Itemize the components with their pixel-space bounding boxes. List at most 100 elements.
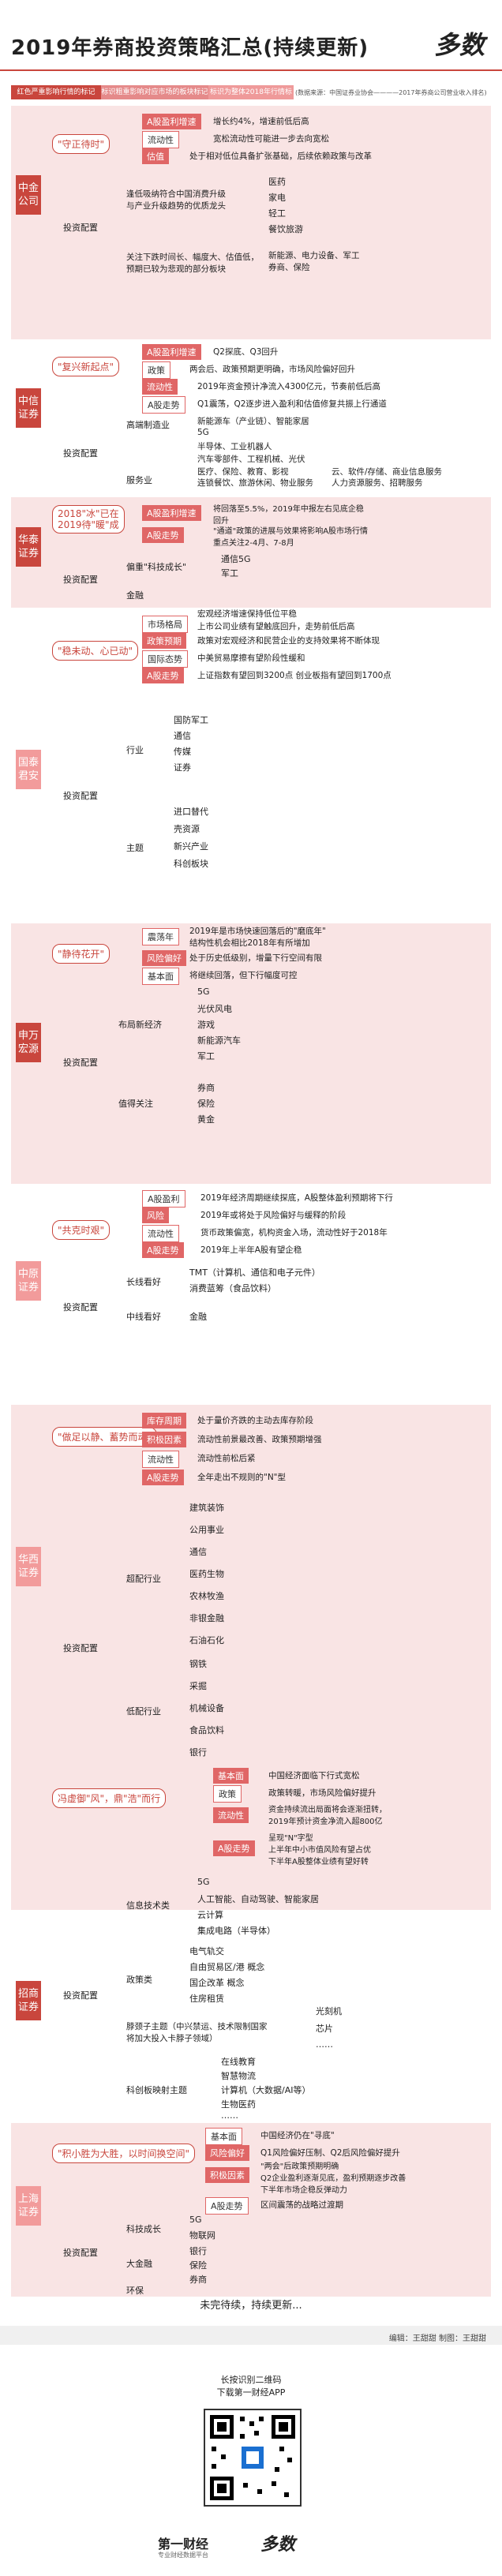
tag-hxzq-liquidity: 流动性 — [142, 1451, 179, 1468]
slogan-zxzq: "复兴新起点" — [52, 357, 120, 376]
leaf-hxzq-steel: 钢铁 — [189, 1659, 207, 1669]
leaf-zxzq-medical: 医疗、保险、教育、影视 — [197, 467, 289, 477]
leaf-gtja-star: 科创板块 — [174, 859, 208, 869]
group-zszq-star: 科创板映射主题 — [126, 2085, 187, 2095]
tag-zjgs-liquidity: 流动性 — [142, 131, 179, 148]
tag-zyzq-liquidity: 流动性 — [142, 1225, 179, 1242]
tag-gtja-trend: A股走势 — [142, 668, 184, 683]
group-htzq-tech: 偏重"科技成长" — [126, 562, 187, 572]
data-source: (数据来源：中国证券业协会————2017年券商公司营业收入排名) — [295, 89, 487, 96]
group-shzq-tech: 科技成长 — [126, 2224, 161, 2234]
broker-gtja: 国泰君安 — [16, 750, 41, 789]
tag-zxzq-trend: A股走势 — [142, 396, 185, 414]
text-zyzq-trend: 2019年上半年A股有望企稳 — [200, 1245, 302, 1255]
text-zszq-policy: 政策转暖，市场风险偏好提升 — [268, 1788, 376, 1798]
leaf-gtja-media: 传媒 — [174, 747, 191, 757]
leaf-zjgs-appliance: 家电 — [268, 193, 286, 203]
group-zszq-choke: 脖颈子主题（中兴禁运、技术限制国家将加大投入卡脖子领域） — [126, 2022, 268, 2043]
leaf-zszq-computer: 计算机（大数据/AI等） — [221, 2085, 311, 2095]
leaf-hxzq-food: 食品饮料 — [189, 1725, 224, 1735]
leaf-zszq-5g: 5G — [197, 1877, 210, 1887]
leaf-swhy-military: 军工 — [197, 1051, 215, 1061]
leaf-swhy-nev: 新能源汽车 — [197, 1035, 241, 1046]
leaf-swhy-5g: 5G — [197, 987, 210, 997]
title-underline — [0, 69, 502, 71]
text-htzq-profit: 将回落至5.5%，2019年中报左右见底企稳 回升 — [213, 505, 364, 526]
tag-zyzq-risk: 风险 — [142, 1208, 169, 1223]
tag-gtja-market: 市场格局 — [142, 616, 188, 633]
text-zszq-fund: 中国经济面临下行式宽松 — [268, 1771, 360, 1780]
cfg-zjgs-consume: 逢低吸纳符合中国消费升级 与产业升级趋势的优质龙头 — [126, 189, 226, 211]
text-hxzq-positive: 流动性前景最改善、政策预期增强 — [197, 1435, 322, 1444]
leaf-zyzq-finance: 金融 — [189, 1312, 207, 1322]
leaf-zyzq-tmt: TMT（计算机、通信和电子元件） — [189, 1267, 320, 1278]
broker-zxzq: 中信证券 — [16, 388, 41, 428]
text-zxzq-trend: Q1震荡，Q2逐步进入盈利和估值修复共振上行通道 — [197, 399, 387, 409]
group-shzq-env: 环保 — [126, 2286, 144, 2296]
section-swhy — [11, 923, 491, 1184]
text-swhy-risk: 处于历史低级别，增量下行空间有限 — [189, 953, 322, 963]
broker-zjgs: 中金公司 — [16, 175, 41, 215]
text-zyzq-liquidity: 货币政策偏宽，机构资金入场，流动性好于2018年 — [200, 1228, 388, 1237]
brand-duoshu: 多数 — [260, 2535, 296, 2555]
broker-swhy: 申万宏源 — [16, 1023, 41, 1062]
tag-zszq-trend: A股走势 — [213, 1840, 255, 1856]
text-zyzq-profit: 2019年经济周期继续探底，A股整体盈利预期将下行 — [200, 1193, 393, 1203]
leaf-swhy-pv: 光伏风电 — [197, 1004, 232, 1014]
cfg-zjgs: 投资配置 — [63, 223, 98, 233]
group-zyzq-mid: 中线看好 — [126, 1312, 161, 1322]
leaf-gtja-telecom: 通信 — [174, 731, 191, 741]
tag-zyzq-profit: A股盈利 — [142, 1190, 185, 1208]
group-swhy-watch: 值得关注 — [118, 1099, 153, 1109]
text-shzq-fund: 中国经济仍在"寻底" — [260, 2131, 335, 2140]
broker-shzq: 上海证券 — [16, 2186, 41, 2226]
text-zxzq-profit: Q2探底、Q3回升 — [213, 347, 279, 357]
cfg-htzq: 投资配置 — [63, 575, 98, 585]
leaf-zszq-litho: 光刻机 — [316, 2006, 342, 2016]
leaf-swhy-broker: 券商 — [197, 1083, 215, 1093]
qr-pattern-icon — [210, 2415, 295, 2500]
broker-htzq: 华泰证券 — [16, 527, 41, 567]
tag-swhy-fund: 基本面 — [142, 968, 179, 985]
leaf-hxzq-nonbank: 非银金融 — [189, 1613, 224, 1623]
group-zyzq-long: 长线看好 — [126, 1277, 161, 1287]
cfg-gtja: 投资配置 — [63, 791, 98, 801]
leaf-zxzq-semi: 半导体、工业机器人 — [197, 442, 272, 451]
text-hxzq-liquidity: 流动性前松后紧 — [197, 1454, 256, 1463]
text-swhy-year: 2019年是市场快速回落后的"磨底年" 结构性机会相比2018年有所增加 — [189, 927, 326, 948]
qr-code[interactable] — [204, 2409, 302, 2507]
text-gtja-trend: 上证指数有望回到3200点 创业板指有望回到1700点 — [197, 671, 391, 680]
tag-shzq-risk: 风险偏好 — [205, 2145, 249, 2161]
leaf-hxzq-petro: 石油石化 — [189, 1635, 224, 1646]
leaf-zszq-etc2: …… — [221, 2110, 238, 2121]
tag-zszq-policy: 政策 — [213, 1785, 242, 1803]
text-zyzq-risk: 2019年或将处于风险偏好与缓释的阶段 — [200, 1211, 347, 1220]
text-zszq-trend: 呈现"N"字型 上半年中小市值风险有望占优 下半年A股整体业绩有望好转 — [268, 1834, 371, 1866]
broker-zyzq: 中原证券 — [16, 1261, 41, 1301]
leaf-hxzq-pharma: 医药生物 — [189, 1569, 224, 1579]
tag-shzq-trend: A股走势 — [205, 2197, 249, 2215]
text-zszq-liquidity: 资金持续流出局面将会逐渐扭转， 2019年预计资金净流入超800亿 — [268, 1806, 387, 1826]
svg-text:多数: 多数 — [434, 30, 488, 60]
tag-hxzq-inventory: 库存周期 — [142, 1413, 186, 1428]
leaf-zjgs-travel: 餐饮旅游 — [268, 224, 303, 234]
leaf-hxzq-construction: 建筑装饰 — [189, 1503, 224, 1513]
cfg-zxzq: 投资配置 — [63, 448, 98, 459]
leaf-gtja-securities: 证券 — [174, 762, 191, 773]
leaf-zszq-chip: 芯片 — [316, 2024, 333, 2034]
leaf-hxzq-telecom: 通信 — [189, 1547, 207, 1557]
section-hxzq — [11, 1405, 491, 1910]
tag-zxzq-policy: 政策 — [142, 361, 170, 379]
group-htzq-finance: 金融 — [126, 590, 144, 601]
cfg-hxzq: 投资配置 — [63, 1643, 98, 1653]
slogan-swhy: "静待花开" — [52, 944, 111, 964]
to-be-continued: 未完待续，持续更新... — [200, 2300, 302, 2312]
text-gtja-policy: 政策对宏观经济和民营企业的支持效果将不断体现 — [197, 636, 380, 646]
tag-zszq-liquidity: 流动性 — [213, 1807, 249, 1823]
text-zjgs-liquidity: 宽松流动性可能进一步去向宽松 — [213, 134, 329, 144]
group-hxzq-over: 超配行业 — [126, 1574, 161, 1584]
tag-shzq-positive: 积极因素 — [205, 2167, 249, 2183]
slogan-zszq: 冯虚御"风"，鼎"浩"而行 — [52, 1788, 167, 1808]
leaf-zyzq-consumer: 消费蓝筹（食品饮料） — [189, 1283, 276, 1294]
text-zjgs-profit: 增长约4%，增速前低后高 — [213, 117, 309, 126]
